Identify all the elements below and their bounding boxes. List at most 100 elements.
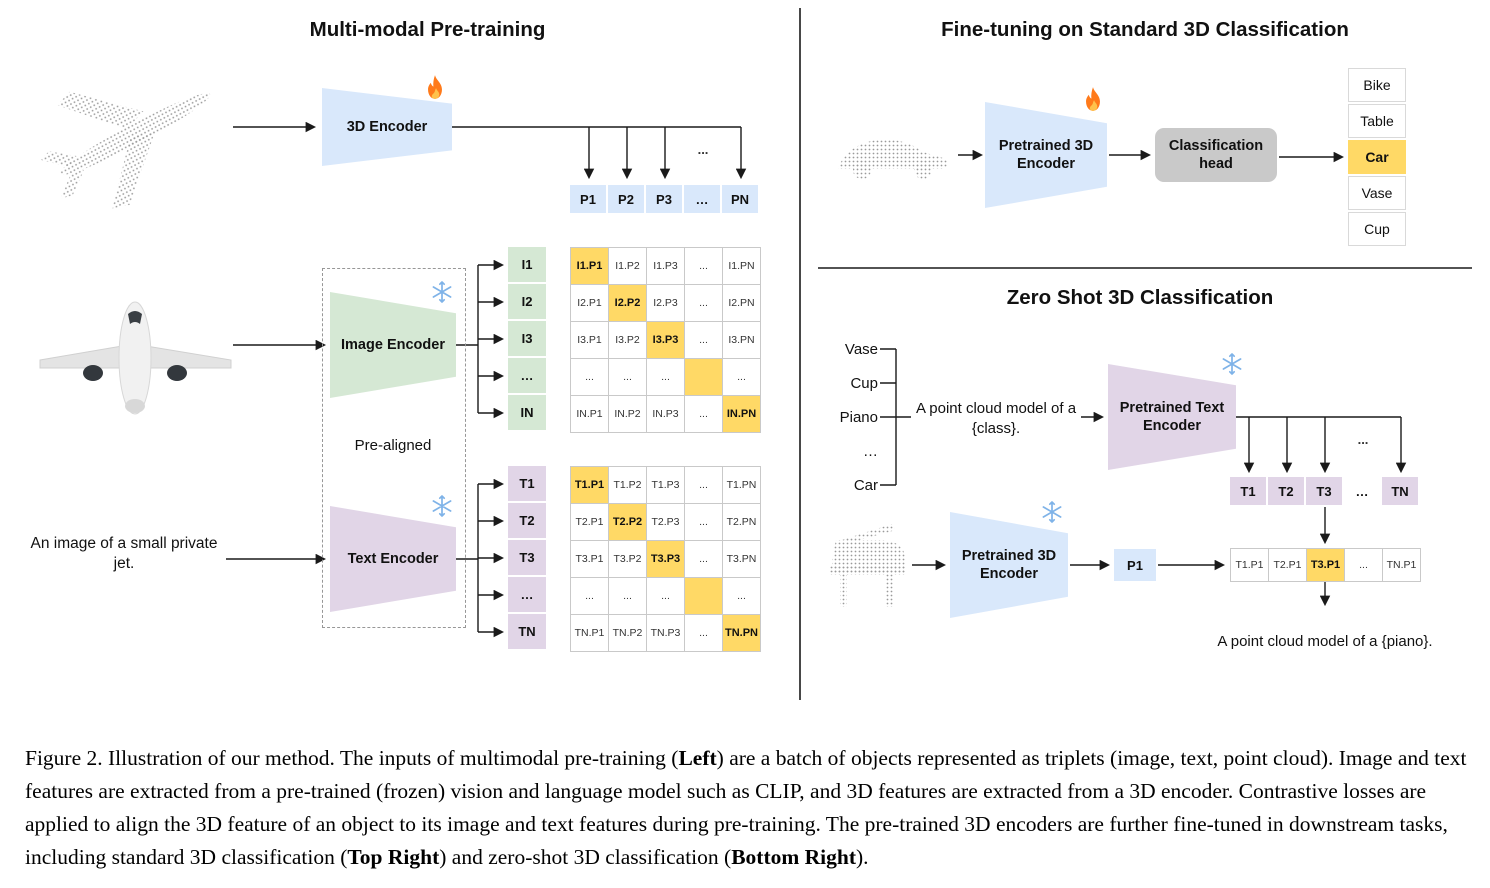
image-point-matrix-cell: I2.P1	[571, 285, 609, 322]
snowflake-icon	[1222, 353, 1242, 375]
airplane-pointcloud-image	[39, 91, 211, 209]
image-encoder-label: Image Encoder	[341, 336, 445, 353]
p-header-cell: P1	[570, 185, 606, 213]
image-point-matrix-cell: I2.PN	[723, 285, 761, 322]
text-feature-cell: …	[508, 577, 546, 612]
image-point-matrix-cell: I2.P3	[647, 285, 685, 322]
image-point-matrix-cell: IN.P2	[609, 396, 647, 433]
image-point-matrix-cell: ...	[723, 359, 761, 396]
result-cell: T2.P1	[1269, 549, 1307, 582]
p-header-cell: PN	[722, 185, 758, 213]
text-point-matrix-cell: T3.P3	[647, 541, 685, 578]
image-point-matrix-cell: I1.P3	[647, 248, 685, 285]
class-cell: Car	[1348, 140, 1406, 174]
text-point-matrix-cell: ...	[685, 615, 723, 652]
class-cell: Bike	[1348, 68, 1406, 102]
p-header-cell: …	[684, 185, 720, 213]
text-point-matrix-cell: TN.P3	[647, 615, 685, 652]
text-point-matrix-cell: T1.P1	[571, 467, 609, 504]
text-input-caption: An image of a small private jet.	[30, 535, 218, 573]
class-cell: Table	[1348, 104, 1406, 138]
text-point-matrix-cell: T2.P2	[609, 504, 647, 541]
pre-aligned-label: Pre-aligned	[354, 437, 432, 454]
snowflake-icon	[1042, 501, 1062, 523]
text-point-matrix-cell: ...	[609, 578, 647, 615]
text-point-matrix-cell: T2.P3	[647, 504, 685, 541]
image-point-matrix-cell: I2.P2	[609, 285, 647, 322]
text-feature-cell: T3	[508, 540, 546, 575]
text-point-matrix-cell: ...	[685, 504, 723, 541]
image-point-matrix-cell: I1.P1	[571, 248, 609, 285]
fire-icon	[1086, 87, 1100, 111]
pretrained-3d-encoder-label: Pretrained 3D Encoder	[998, 137, 1094, 172]
caption-text: Figure 2. Illustration of our method. Th…	[25, 745, 679, 770]
result-cell: ...	[1345, 549, 1383, 582]
fire-icon	[428, 75, 442, 99]
image-point-matrix-cell: I1.P2	[609, 248, 647, 285]
caption-text: ) are a batch of objects represented as …	[25, 745, 1467, 869]
image-point-matrix-cell	[685, 359, 723, 396]
caption-bold-left: Left	[678, 745, 717, 770]
t-header-cell: T1	[1230, 477, 1266, 505]
text-feature-cell: T1	[508, 466, 546, 501]
text-point-matrix-cell: ...	[685, 467, 723, 504]
t-header-cell: T2	[1268, 477, 1304, 505]
text-point-matrix-cell: ...	[571, 578, 609, 615]
text-point-matrix-cell: T3.P1	[571, 541, 609, 578]
image-point-matrix-cell: I3.P2	[609, 322, 647, 359]
class-word: …	[863, 442, 878, 460]
class-cell: Vase	[1348, 176, 1406, 210]
image-feature-cell: …	[508, 358, 546, 393]
image-point-matrix-cell: IN.P3	[647, 396, 685, 433]
text-point-matrix-cell: ...	[723, 578, 761, 615]
result-cell: T3.P1	[1307, 549, 1345, 582]
caption-bold-bottom-right: Bottom Right	[731, 844, 857, 869]
text-point-matrix-cell: T1.PN	[723, 467, 761, 504]
pretraining-title: Multi-modal Pre-training	[309, 18, 546, 41]
class-word: Piano	[839, 408, 878, 426]
text-feature-cell: T2	[508, 503, 546, 538]
text-feature-cell: TN	[508, 614, 546, 649]
pretrained-text-encoder: Pretrained Text Encoder	[1108, 364, 1236, 470]
caption-text: ).	[856, 844, 869, 869]
piano-pointcloud-image	[830, 524, 906, 607]
image-feature-cell: I1	[508, 247, 546, 282]
p-header-cell: P2	[608, 185, 644, 213]
result-text: A point cloud model of a {piano}.	[1217, 633, 1433, 650]
image-point-matrix-cell: I3.P3	[647, 322, 685, 359]
classification-head-box: Classification head	[1155, 128, 1277, 182]
text-point-matrix-cell: T2.P1	[571, 504, 609, 541]
text-encoder: Text Encoder	[330, 506, 456, 612]
class-word: Cup	[850, 374, 878, 392]
t-header-cell: …	[1355, 483, 1369, 499]
image-feature-cell: I2	[508, 284, 546, 319]
text-encoder-label: Text Encoder	[347, 550, 439, 567]
text-point-matrix-cell: ...	[647, 578, 685, 615]
image-feature-cell: I3	[508, 321, 546, 356]
text-point-matrix-cell: ...	[685, 541, 723, 578]
result-cell: T1.P1	[1231, 549, 1269, 582]
output-ellipsis: ...	[697, 142, 709, 157]
image-feature-cell: IN	[508, 395, 546, 430]
text-point-matrix-cell: T3.PN	[723, 541, 761, 578]
text-point-matrix-cell: T1.P2	[609, 467, 647, 504]
class-word: Car	[853, 476, 878, 494]
image-point-matrix-cell: ...	[647, 359, 685, 396]
image-point-matrix-cell: ...	[685, 396, 723, 433]
pretrained-3d-encoder-zeroshot-label: Pretrained 3D Encoder	[961, 547, 1057, 582]
text-point-matrix-cell: TN.PN	[723, 615, 761, 652]
snowflake-icon	[432, 281, 452, 303]
image-point-matrix-cell: I1.PN	[723, 248, 761, 285]
p-header-cell: P3	[646, 185, 682, 213]
class-word: Vase	[844, 340, 878, 358]
p1-feature-cell: P1	[1114, 549, 1156, 581]
